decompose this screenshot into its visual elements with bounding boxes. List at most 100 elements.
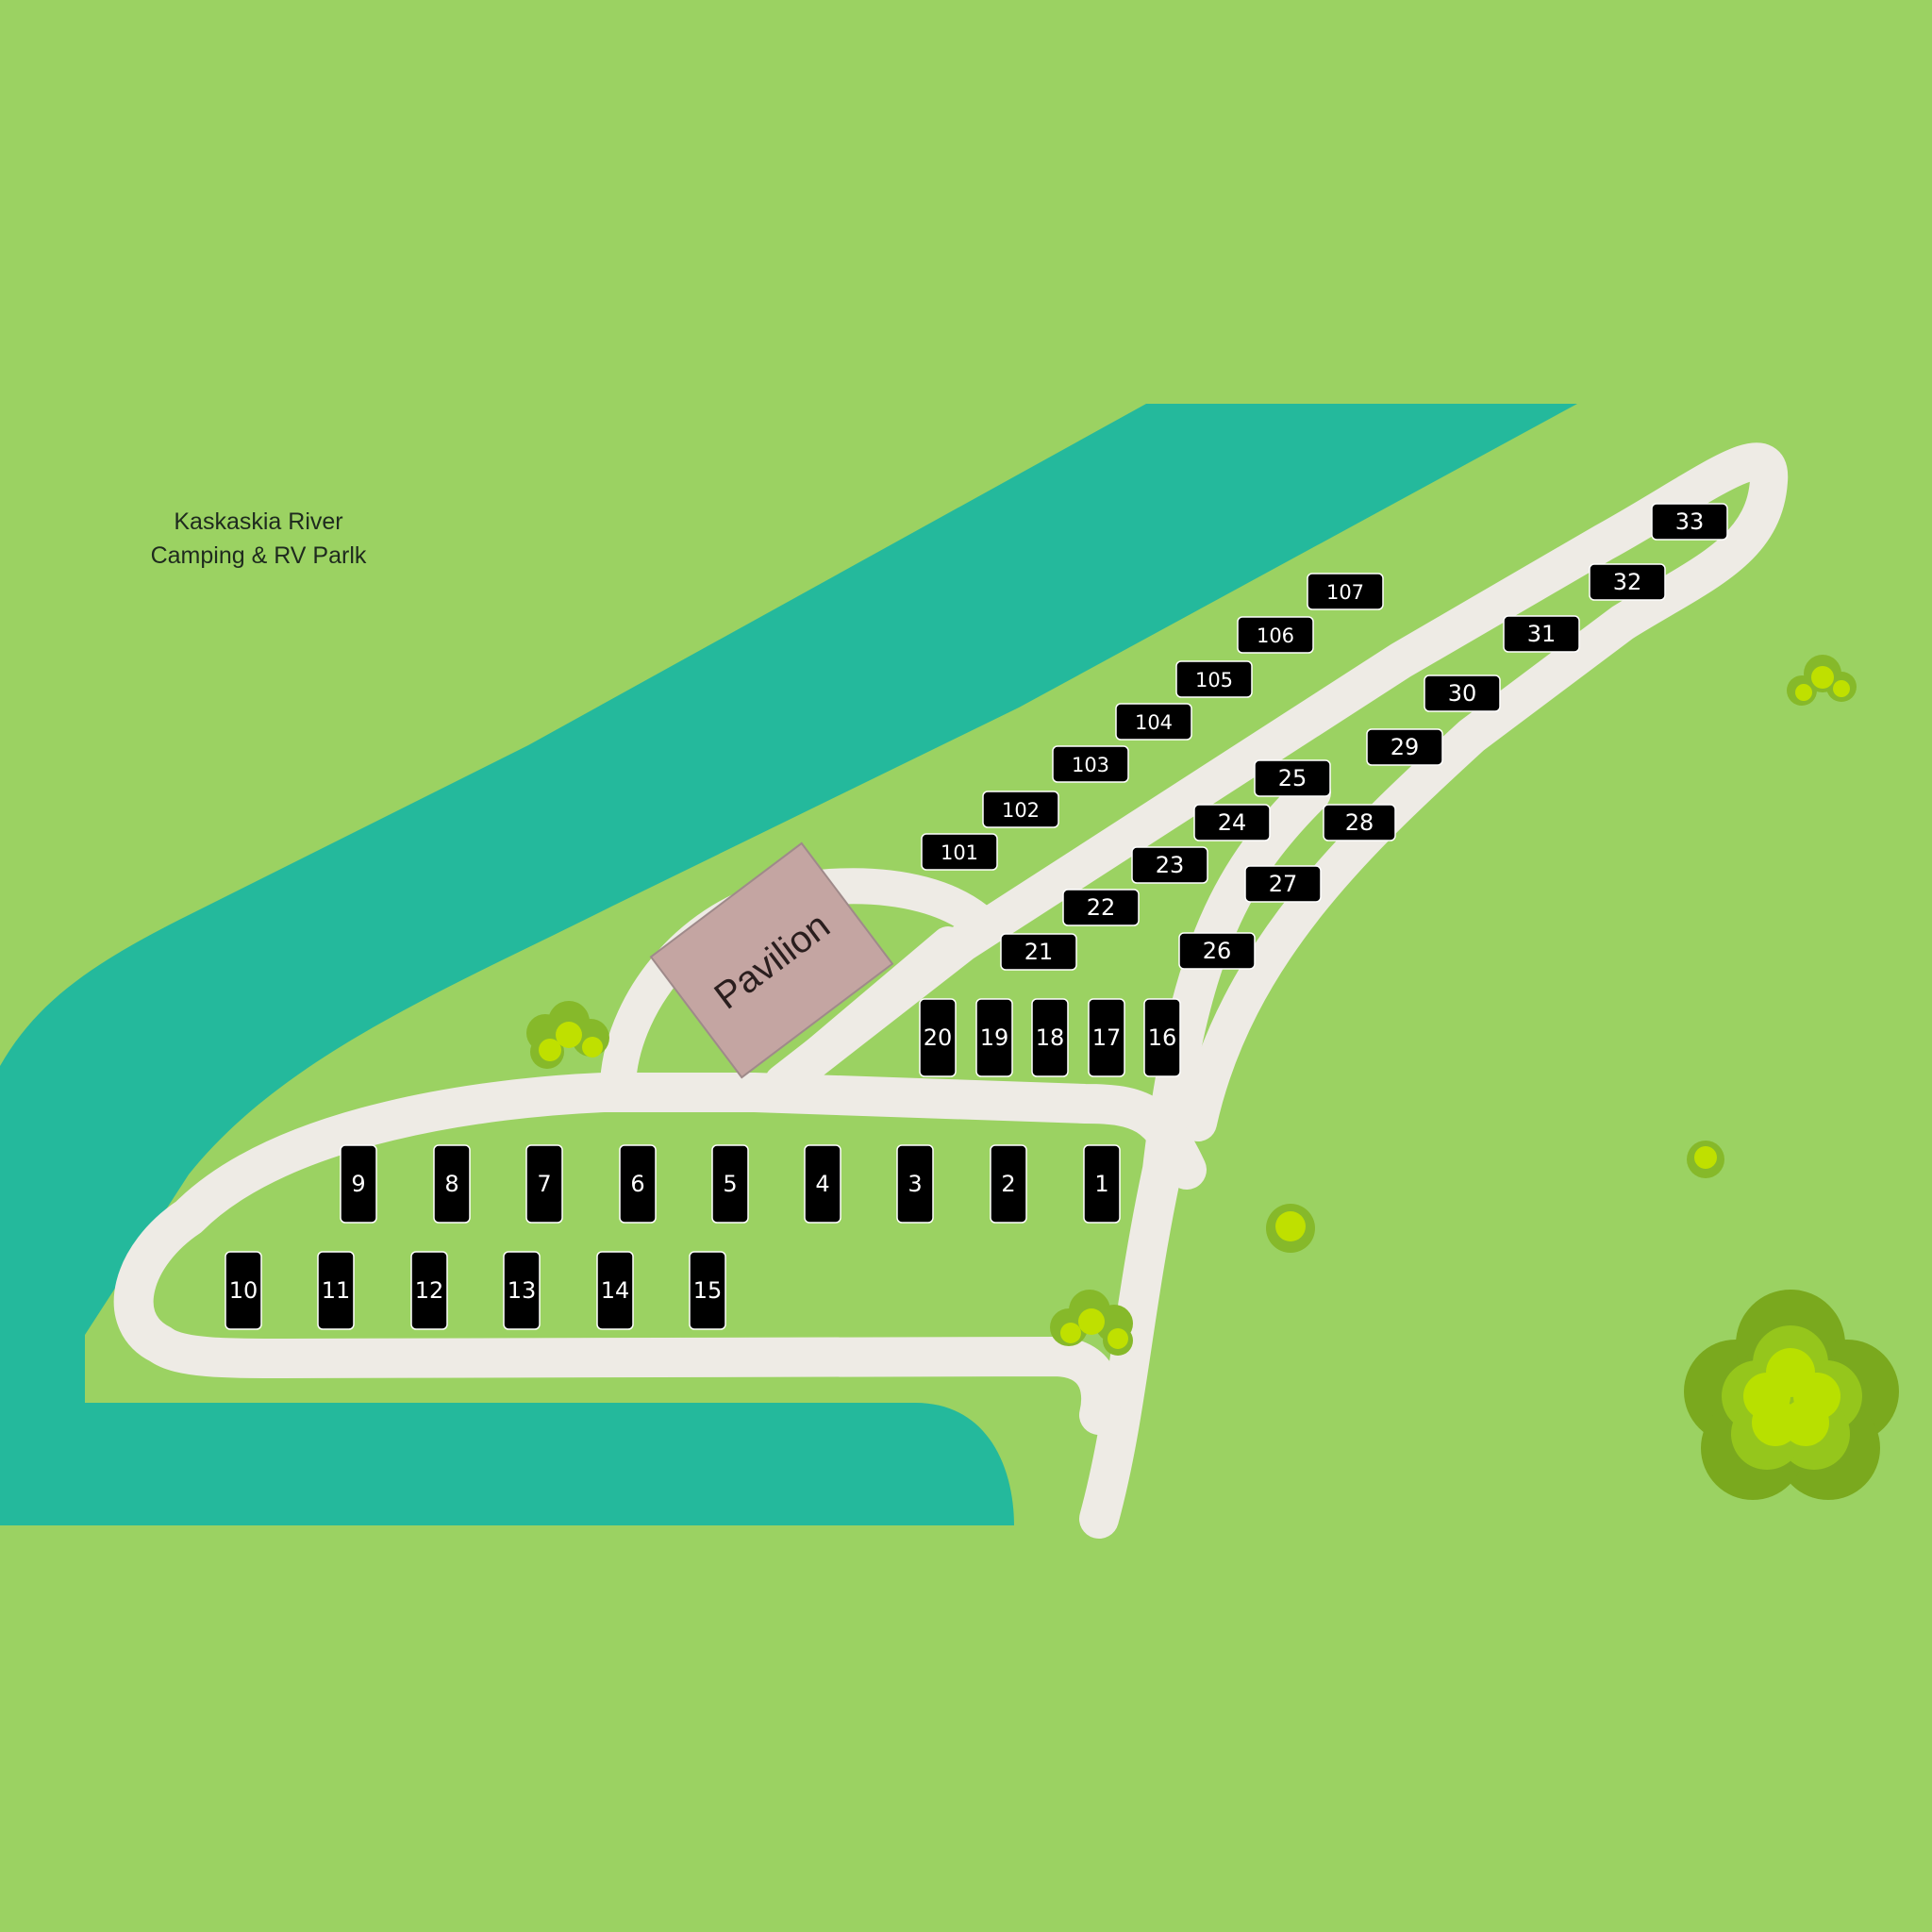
campsite-28[interactable]: 28 [1323, 804, 1396, 841]
campsite-pad [896, 1144, 934, 1224]
campsite-8[interactable]: 8 [433, 1144, 471, 1224]
campsite-label: 21 [1024, 939, 1054, 965]
campsite-label: 30 [1448, 680, 1477, 707]
campsite-label: 12 [415, 1277, 444, 1304]
campsite-11[interactable]: 11 [317, 1251, 355, 1330]
campsite-pad [1083, 1144, 1121, 1224]
campsite-label: 3 [908, 1171, 922, 1197]
campsite-105[interactable]: 105 [1175, 660, 1253, 698]
campsite-1[interactable]: 1 [1083, 1144, 1121, 1224]
campsite-label: 19 [980, 1024, 1009, 1051]
campsite-pad [711, 1144, 749, 1224]
campsite-102[interactable]: 102 [982, 791, 1059, 828]
campsite-pad [1052, 745, 1129, 783]
pavilion[interactable]: Pavilion [649, 841, 894, 1079]
campsite-label: 5 [723, 1171, 737, 1197]
campsite-104[interactable]: 104 [1115, 703, 1192, 741]
campsite-pad [1193, 804, 1271, 841]
road-connector [766, 926, 965, 1100]
campsite-label: 33 [1675, 508, 1705, 535]
campsite-label: 104 [1135, 711, 1173, 734]
campsite-pad [921, 833, 998, 871]
campsite-pad [1088, 998, 1125, 1077]
campsite-pad [340, 1144, 377, 1224]
campsite-label: 17 [1092, 1024, 1122, 1051]
campsite-pad [317, 1251, 355, 1330]
campsite-pad [1178, 932, 1256, 970]
river [0, 404, 1577, 1525]
bush-icon [1687, 1141, 1724, 1178]
campsite-107[interactable]: 107 [1307, 573, 1384, 610]
campsite-22[interactable]: 22 [1062, 889, 1140, 926]
campsite-18[interactable]: 18 [1031, 998, 1069, 1077]
bush-icon [1050, 1290, 1133, 1356]
campsite-17[interactable]: 17 [1088, 998, 1125, 1077]
campsite-label: 23 [1156, 852, 1185, 878]
campsite-pad [525, 1144, 563, 1224]
campsite-3[interactable]: 3 [896, 1144, 934, 1224]
road-lower-loop [113, 1073, 1207, 1435]
campsite-pad [982, 791, 1059, 828]
bush-icon [526, 1001, 609, 1069]
campsite-9[interactable]: 9 [340, 1144, 377, 1224]
campsite-4[interactable]: 4 [804, 1144, 841, 1224]
campsite-pad [1323, 804, 1396, 841]
campsite-103[interactable]: 103 [1052, 745, 1129, 783]
campsite-16[interactable]: 16 [1143, 998, 1181, 1077]
campsite-label: 6 [630, 1171, 644, 1197]
campsite-pad [433, 1144, 471, 1224]
campsite-20[interactable]: 20 [919, 998, 957, 1077]
campsite-15[interactable]: 15 [689, 1251, 726, 1330]
campsite-label: 22 [1087, 894, 1116, 921]
campsite-10[interactable]: 10 [225, 1251, 262, 1330]
campsite-pad [596, 1251, 634, 1330]
campsite-13[interactable]: 13 [503, 1251, 541, 1330]
campsite-33[interactable]: 33 [1651, 503, 1728, 541]
campsite-27[interactable]: 27 [1244, 865, 1322, 903]
campsite-label: 8 [444, 1171, 458, 1197]
campsite-30[interactable]: 30 [1424, 675, 1501, 712]
campsite-29[interactable]: 29 [1366, 728, 1443, 766]
campsite-24[interactable]: 24 [1193, 804, 1271, 841]
campsite-pad [1503, 615, 1580, 653]
campsite-label: 9 [351, 1171, 365, 1197]
campsite-21[interactable]: 21 [1000, 933, 1077, 971]
campsite-7[interactable]: 7 [525, 1144, 563, 1224]
campsite-pad [1651, 503, 1728, 541]
campsite-12[interactable]: 12 [410, 1251, 448, 1330]
campsite-6[interactable]: 6 [619, 1144, 657, 1224]
campsite-label: 2 [1001, 1171, 1015, 1197]
campsite-label: 102 [1002, 799, 1040, 822]
campsite-pad [1307, 573, 1384, 610]
campsite-32[interactable]: 32 [1589, 563, 1666, 601]
tree-icon [1684, 1290, 1899, 1500]
campsite-31[interactable]: 31 [1503, 615, 1580, 653]
campsite-pad [1424, 675, 1501, 712]
campsite-101[interactable]: 101 [921, 833, 998, 871]
campsite-label: 11 [322, 1277, 351, 1304]
campsite-2[interactable]: 2 [990, 1144, 1027, 1224]
campsite-label: 7 [537, 1171, 551, 1197]
road-upper-diagonal [764, 442, 1789, 1141]
campsite-23[interactable]: 23 [1131, 846, 1208, 884]
campsite-14[interactable]: 14 [596, 1251, 634, 1330]
campsite-pad [804, 1144, 841, 1224]
park-title-line-1: Kaskaskia River [174, 508, 342, 535]
campsite-5[interactable]: 5 [711, 1144, 749, 1224]
campsite-106[interactable]: 106 [1237, 616, 1314, 654]
campsite-label: 4 [815, 1171, 829, 1197]
campsite-26[interactable]: 26 [1178, 932, 1256, 970]
campsite-19[interactable]: 19 [975, 998, 1013, 1077]
campsite-label: 31 [1527, 621, 1557, 647]
campsite-pad [1366, 728, 1443, 766]
campsite-pad [1143, 998, 1181, 1077]
campsite-pad [1062, 889, 1140, 926]
campsite-label: 105 [1195, 669, 1233, 691]
campsite-label: 107 [1326, 581, 1364, 604]
campsite-25[interactable]: 25 [1254, 759, 1331, 797]
campsite-pad [1237, 616, 1314, 654]
campsite-label: 20 [924, 1024, 953, 1051]
campsite-pad [1254, 759, 1331, 797]
